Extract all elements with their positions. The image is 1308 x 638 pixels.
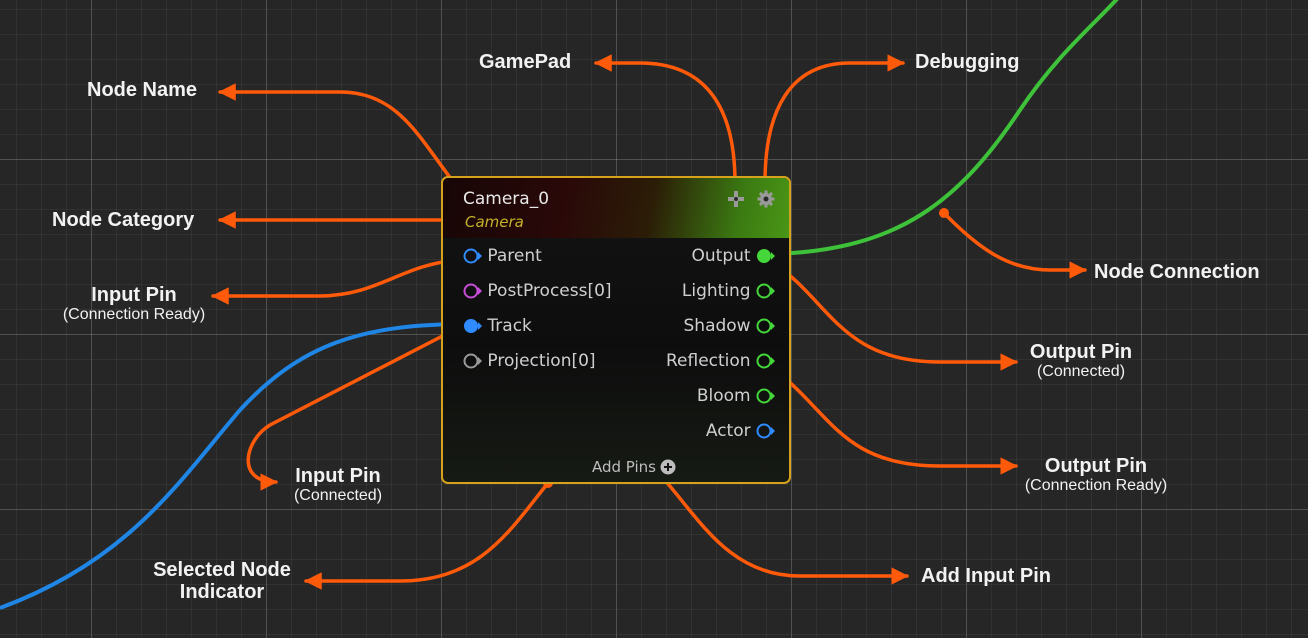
callout-subtitle: (Connection Ready) [62,306,206,323]
arrow-input-pin-ready [211,258,460,305]
pin-ready-icon[interactable] [756,281,775,301]
callout-add-input-pin: Add Input Pin [921,565,1051,587]
add-pins-button[interactable]: Add Pins [443,458,789,476]
callout-line1: Selected Node [153,559,291,581]
pin-label: Shadow [683,316,751,336]
plus-circle-icon[interactable] [660,459,676,475]
pin-ready-icon[interactable] [756,316,775,336]
arrow-node-connection [942,211,1087,279]
output-pin-output[interactable]: Output [692,245,775,267]
input-pin-projection[interactable]: Projection[0] [463,350,596,372]
arrow-gamepad [594,54,737,185]
arrow-debugging [763,54,905,185]
arrow-output-pin-ready [770,366,1018,475]
callout-title: Output Pin [1044,455,1148,477]
pin-label: Bloom [696,386,751,406]
pin-label: Actor [705,421,751,441]
callout-node-category: Node Category [52,209,195,231]
pin-label: Output [691,246,751,266]
blue-node-connection-wire [0,322,469,610]
callout-node-connection: Node Connection [1094,261,1260,283]
pin-ready-icon[interactable] [463,351,482,371]
arrow-selected-node [304,481,550,590]
callout-debugging: Debugging [915,51,1020,73]
callout-subtitle: (Connection Ready) [1024,477,1168,494]
pin-label: Lighting [681,281,751,301]
pin-label: Projection[0] [487,351,596,371]
callout-title: Input Pin [295,465,381,487]
output-pin-shadow[interactable]: Shadow [683,315,775,337]
pin-ready-icon[interactable] [463,246,482,266]
pin-label: Reflection [666,351,751,371]
callout-output-pin-connected: Output Pin (Connected) [1018,341,1144,381]
output-pin-bloom[interactable]: Bloom [697,385,775,407]
input-pin-postprocess[interactable]: PostProcess[0] [463,280,612,302]
callout-subtitle: (Connected) [1036,363,1126,380]
arrow-node-name [218,83,460,190]
pin-label: Track [487,316,532,336]
pin-label: PostProcess[0] [487,281,612,301]
callout-input-pin-ready: Input Pin (Connection Ready) [44,284,224,324]
add-pins-label: Add Pins [591,458,656,476]
callout-title: Input Pin [91,284,177,306]
output-pin-lighting[interactable]: Lighting [682,280,775,302]
callout-gamepad: GamePad [479,51,572,73]
output-pin-reflection[interactable]: Reflection [666,350,775,372]
pin-ready-icon[interactable] [756,421,775,441]
pin-label: Parent [487,246,542,266]
input-pin-track[interactable]: Track [463,315,532,337]
callout-selected-node: Selected Node Indicator [140,559,304,603]
arrow-add-input-pin [661,476,909,585]
pin-connected-icon[interactable] [463,316,482,336]
gamepad-icon[interactable] [727,190,745,208]
node-name: Camera_0 [463,189,550,209]
callout-line2: Indicator [179,581,265,603]
pin-ready-icon[interactable] [756,351,775,371]
callout-title: Output Pin [1029,341,1133,363]
gear-icon[interactable] [757,190,775,208]
pin-ready-icon[interactable] [756,386,775,406]
arrow-output-pin-connected [770,260,1018,371]
pin-ready-icon[interactable] [463,281,482,301]
input-pin-parent[interactable]: Parent [463,245,542,267]
callout-output-pin-ready: Output Pin (Connection Ready) [1004,455,1188,495]
arrow-input-pin-connected [246,326,460,491]
camera-node[interactable]: Camera_0 Camera Parent PostProcess[0] Tr… [441,176,791,484]
output-pin-actor[interactable]: Actor [706,420,775,442]
callout-input-pin-connected: Input Pin (Connected) [278,465,398,505]
callout-node-name: Node Name [87,79,198,101]
pin-connected-icon[interactable] [756,246,775,266]
node-category: Camera [465,213,524,231]
green-node-connection-wire [773,0,1119,256]
callout-subtitle: (Connected) [293,487,383,504]
node-header[interactable]: Camera_0 Camera [443,178,789,238]
